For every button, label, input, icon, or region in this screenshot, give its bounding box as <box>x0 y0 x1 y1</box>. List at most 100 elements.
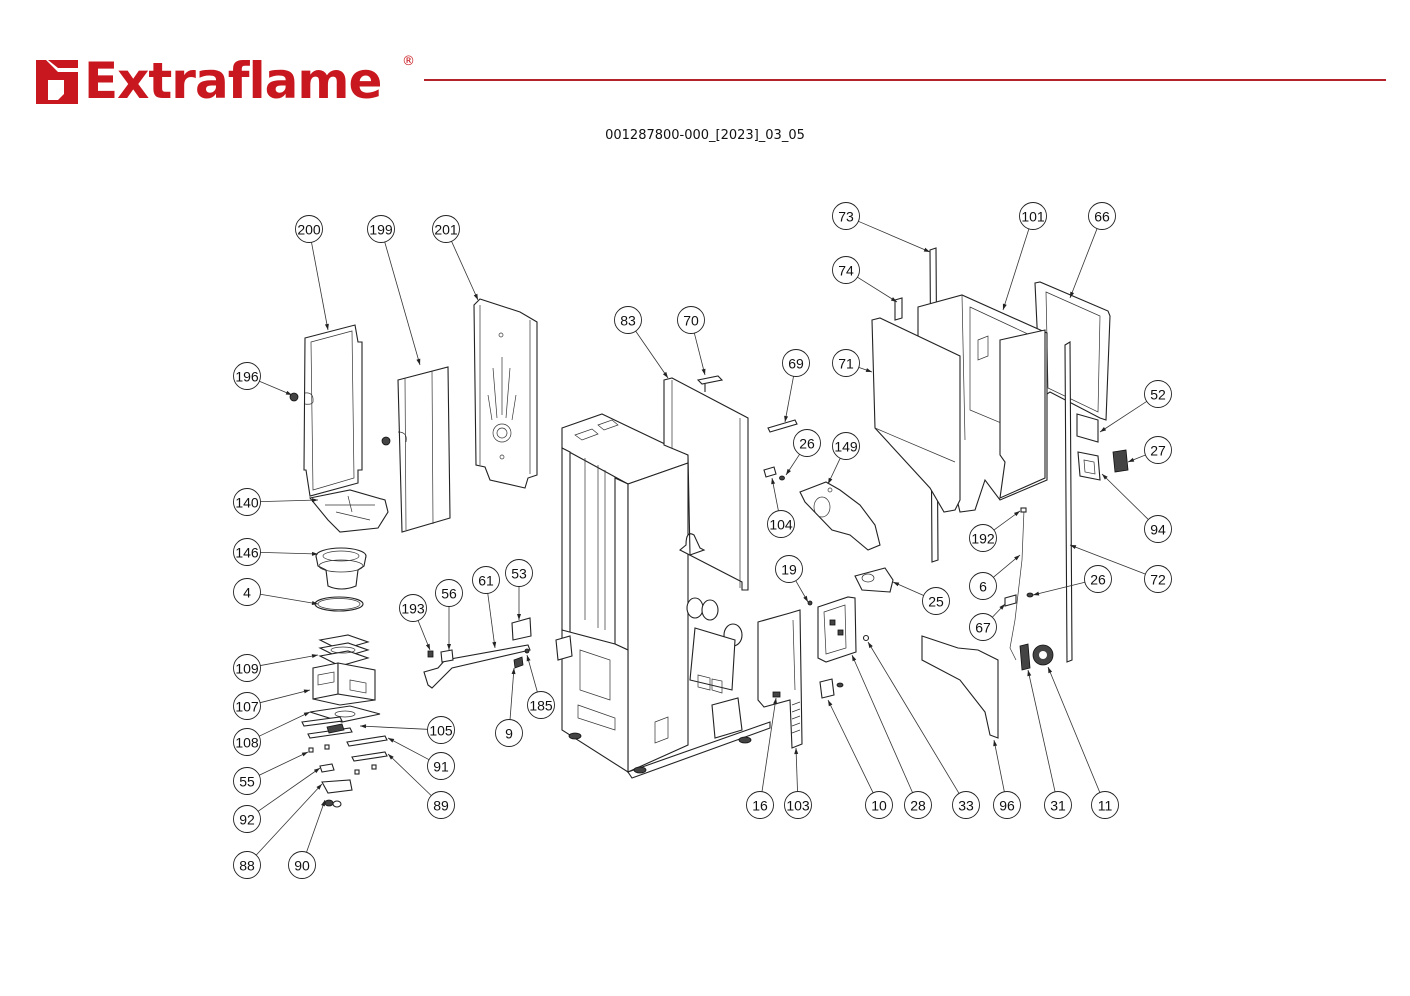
callout-16[interactable]: 16 <box>746 791 774 819</box>
callout-19[interactable]: 19 <box>775 555 803 583</box>
callout-94[interactable]: 94 <box>1144 515 1172 543</box>
callout-103[interactable]: 103 <box>784 791 812 819</box>
callout-92[interactable]: 92 <box>233 805 261 833</box>
callout-number: 31 <box>1050 798 1066 814</box>
leader-arrow-16 <box>773 698 778 705</box>
callout-72[interactable]: 72 <box>1144 565 1172 593</box>
callout-10[interactable]: 10 <box>865 791 893 819</box>
callout-number: 27 <box>1150 443 1166 459</box>
callout-9[interactable]: 9 <box>495 719 523 747</box>
callout-28[interactable]: 28 <box>904 791 932 819</box>
callout-11[interactable]: 11 <box>1091 791 1119 819</box>
leader-arrow-192 <box>1013 511 1020 517</box>
callout-number: 108 <box>235 735 259 751</box>
leader-line-140 <box>260 499 319 503</box>
part-105-slides <box>301 716 353 739</box>
callout-140[interactable]: 140 <box>233 488 261 516</box>
part-9-switch <box>513 656 524 669</box>
callout-200[interactable]: 200 <box>295 215 323 243</box>
callout-31[interactable]: 31 <box>1044 791 1072 819</box>
callout-circle <box>746 791 774 819</box>
callout-149[interactable]: 149 <box>832 432 860 460</box>
part-185-screw <box>524 648 530 654</box>
callout-70[interactable]: 70 <box>677 306 705 334</box>
callout-55[interactable]: 55 <box>233 767 261 795</box>
callout-104[interactable]: 104 <box>767 510 795 538</box>
callout-108[interactable]: 108 <box>233 728 261 756</box>
part-107-bracket <box>312 662 376 706</box>
part-88-block <box>321 779 353 794</box>
callout-52[interactable]: 52 <box>1144 380 1172 408</box>
callout-number: 74 <box>838 263 854 279</box>
callout-number: 96 <box>999 798 1015 814</box>
callout-109[interactable]: 109 <box>233 654 261 682</box>
callout-number: 4 <box>243 585 251 601</box>
callout-number: 193 <box>401 601 425 617</box>
callout-96[interactable]: 96 <box>993 791 1021 819</box>
callout-201[interactable]: 201 <box>432 215 460 243</box>
callout-193[interactable]: 193 <box>399 594 427 622</box>
callout-107[interactable]: 107 <box>233 692 261 720</box>
callout-90[interactable]: 90 <box>288 851 316 879</box>
callout-circle <box>399 594 427 622</box>
leader-line-90 <box>306 799 326 853</box>
callout-33[interactable]: 33 <box>952 791 980 819</box>
callout-circle <box>233 362 261 390</box>
callout-number: 196 <box>235 369 259 385</box>
callout-circle <box>677 306 705 334</box>
callout-number: 19 <box>781 562 797 578</box>
callout-101[interactable]: 101 <box>1019 202 1047 230</box>
callout-circle <box>922 587 950 615</box>
part-72-post <box>1064 341 1073 663</box>
callout-circle <box>233 654 261 682</box>
leader-arrow-90 <box>321 800 325 807</box>
callout-4[interactable]: 4 <box>233 578 261 606</box>
callout-74[interactable]: 74 <box>832 256 860 284</box>
callout-circle <box>784 791 812 819</box>
callout-56[interactable]: 56 <box>435 579 463 607</box>
leader-arrow-94 <box>1102 474 1108 480</box>
callout-number: 9 <box>505 726 513 742</box>
callout-circle <box>865 791 893 819</box>
callout-27[interactable]: 27 <box>1144 436 1172 464</box>
callout-number: 55 <box>239 774 255 790</box>
leader-arrow-19 <box>803 595 808 602</box>
callout-circle <box>495 719 523 747</box>
part-74-tab <box>894 297 903 321</box>
leader-arrow-33 <box>868 642 873 649</box>
leader-arrow-201 <box>473 293 478 300</box>
callout-146[interactable]: 146 <box>233 538 261 566</box>
callout-circle <box>1091 791 1119 819</box>
callout-number: 88 <box>239 858 255 874</box>
leader-line-66 <box>1069 228 1098 299</box>
callout-192[interactable]: 192 <box>969 524 997 552</box>
callout-26[interactable]: 26 <box>793 429 821 457</box>
callout-91[interactable]: 91 <box>427 752 455 780</box>
callout-199[interactable]: 199 <box>367 215 395 243</box>
callout-69[interactable]: 69 <box>782 349 810 377</box>
brand-logo: Extraflame <box>34 50 382 106</box>
callout-88[interactable]: 88 <box>233 851 261 879</box>
callout-196[interactable]: 196 <box>233 362 261 390</box>
callout-circle <box>233 851 261 879</box>
callout-53[interactable]: 53 <box>505 559 533 587</box>
callout-89[interactable]: 89 <box>427 791 455 819</box>
part-55-clip <box>308 747 314 753</box>
callout-61[interactable]: 61 <box>472 566 500 594</box>
part-92-lever <box>319 763 335 773</box>
callout-105[interactable]: 105 <box>427 716 455 744</box>
callout-25[interactable]: 25 <box>922 587 950 615</box>
callout-73[interactable]: 73 <box>832 202 860 230</box>
part-94-gasket <box>1077 451 1101 481</box>
callout-67[interactable]: 67 <box>969 613 997 641</box>
callout-66[interactable]: 66 <box>1088 202 1116 230</box>
callout-number: 200 <box>297 222 321 238</box>
leader-line-96 <box>993 739 1005 792</box>
callout-71[interactable]: 71 <box>832 349 860 377</box>
callout-6[interactable]: 6 <box>969 572 997 600</box>
callout-83[interactable]: 83 <box>614 306 642 334</box>
part-199-panel <box>397 366 451 533</box>
callout-26[interactable]: 26 <box>1084 565 1112 593</box>
callout-185[interactable]: 185 <box>527 691 555 719</box>
callout-number: 89 <box>433 798 449 814</box>
